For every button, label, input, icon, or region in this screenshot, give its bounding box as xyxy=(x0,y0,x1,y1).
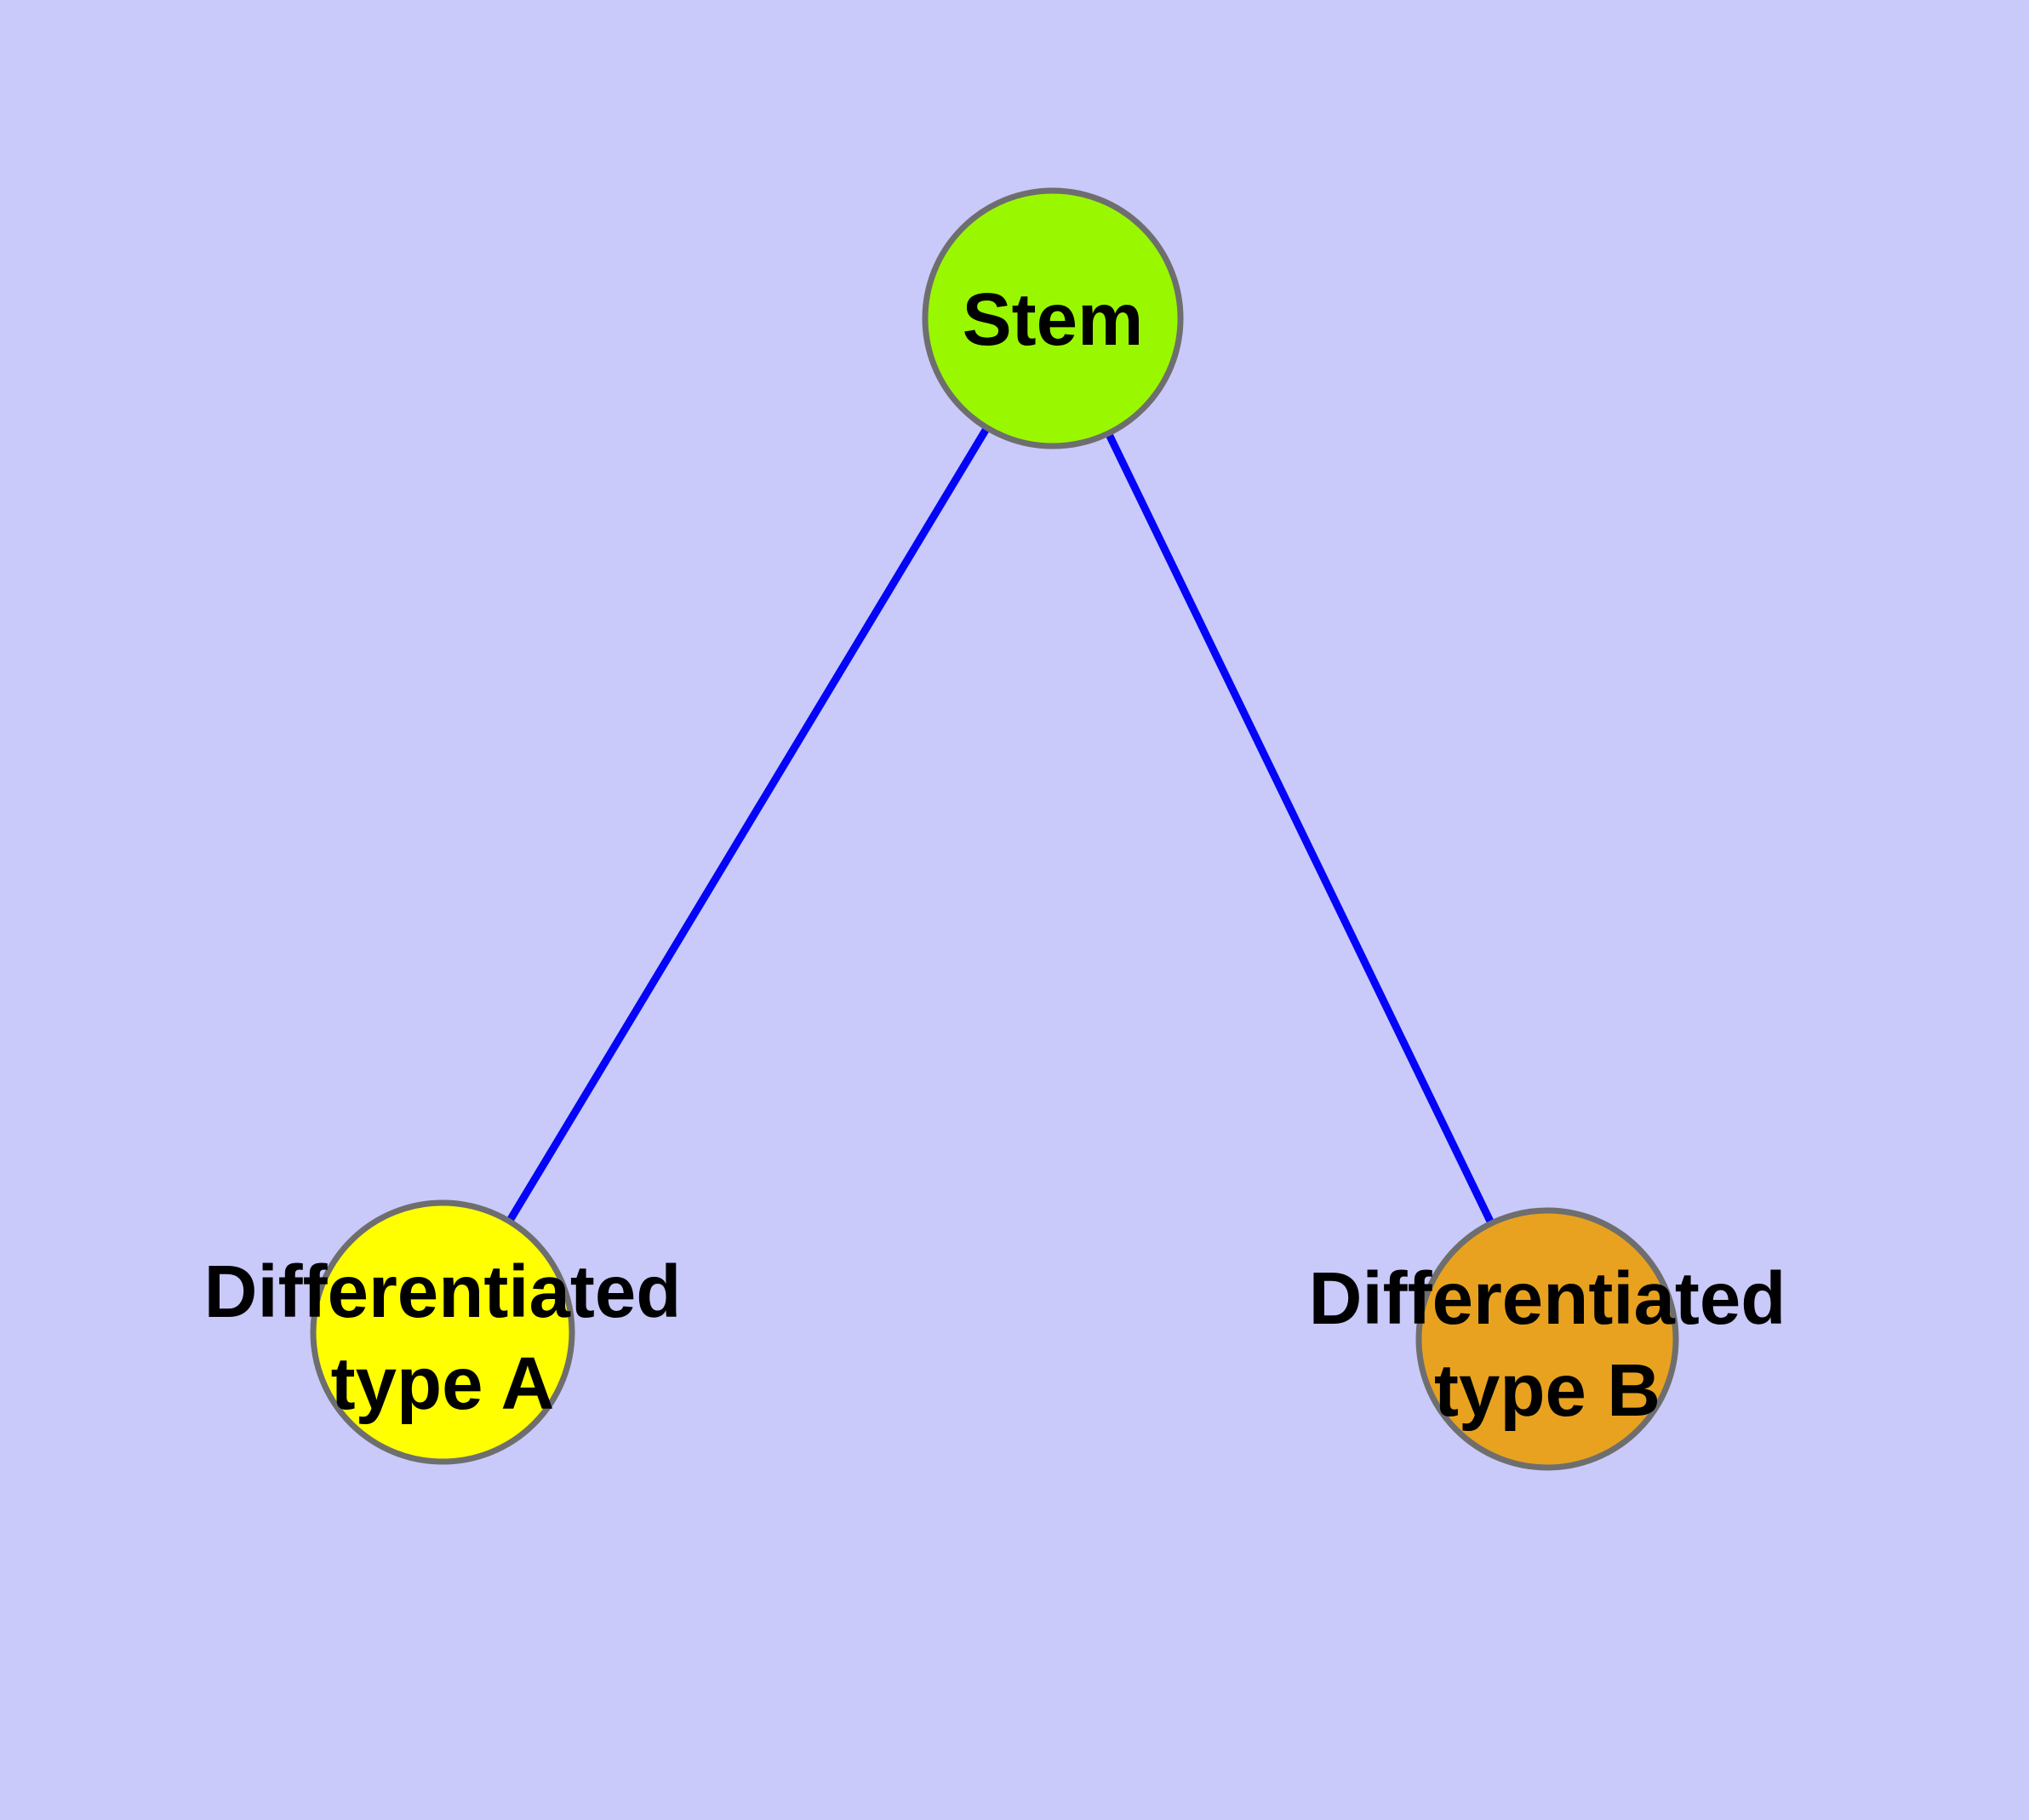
node-type-a-label-line2: type A xyxy=(331,1342,555,1425)
node-type-b-label-line2: type B xyxy=(1434,1349,1660,1432)
node-differentiated-type-a xyxy=(310,1199,575,1465)
edge-stem-to-type-b xyxy=(1049,317,1552,1341)
node-type-a-label-line1: Differentiated xyxy=(204,1251,682,1333)
edge-stem-to-type-a xyxy=(439,316,1056,1335)
node-stem xyxy=(922,187,1184,449)
node-stem-label: Stem xyxy=(963,278,1144,361)
node-type-b-label-line1: Differentiated xyxy=(1309,1257,1786,1340)
node-differentiated-type-b xyxy=(1415,1207,1679,1471)
